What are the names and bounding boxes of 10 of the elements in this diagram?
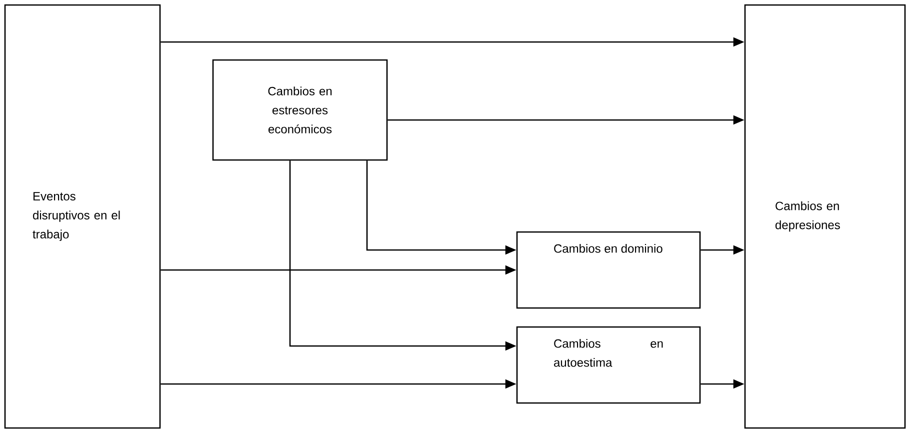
node-label: Cambios en dominio <box>554 244 662 253</box>
process-box <box>212 59 388 161</box>
process-box <box>744 4 906 429</box>
process-box <box>516 231 701 309</box>
node-label: Cambios en depresiones <box>776 201 840 232</box>
process-box <box>4 4 161 429</box>
node-label: Eventos disruptivos en el trabajo <box>32 192 120 241</box>
node-label: Cambios en autoestima <box>554 338 663 367</box>
process-box <box>516 326 701 404</box>
node-label: Cambios en estresores económicos <box>268 86 332 134</box>
